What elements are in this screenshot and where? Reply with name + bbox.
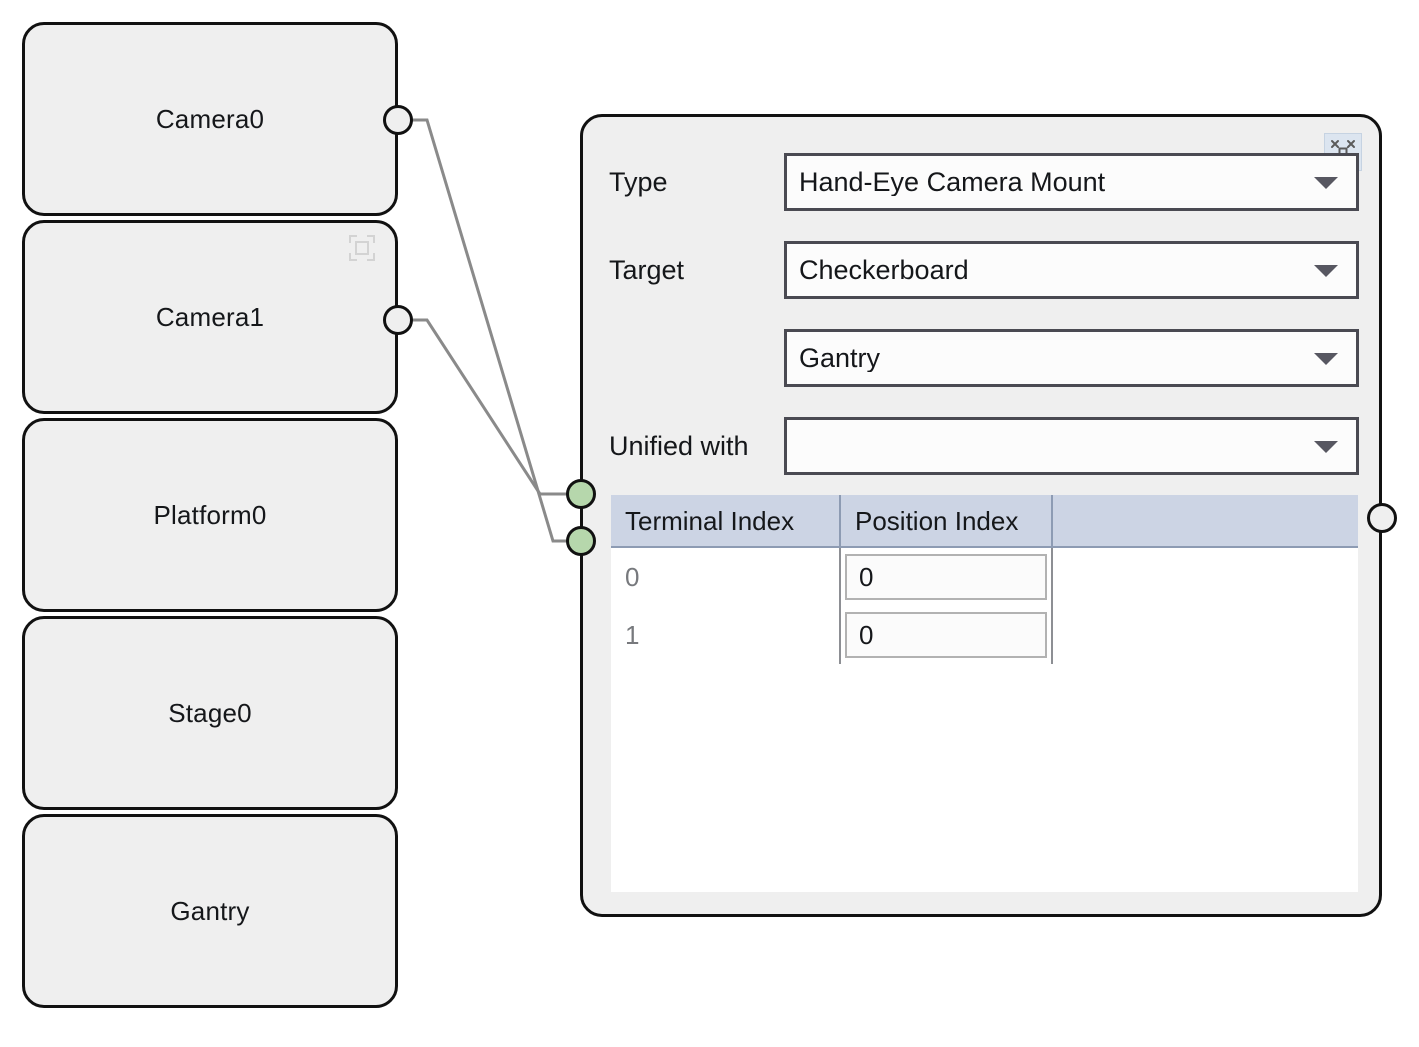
- target-frame-dropdown[interactable]: Gantry: [784, 329, 1359, 387]
- form-row-target-frame: Gantry: [609, 329, 1359, 387]
- panel-form: Type Hand-Eye Camera Mount Target Checke…: [609, 153, 1359, 475]
- crop-bracket-icon: [349, 235, 375, 261]
- properties-panel: Type Hand-Eye Camera Mount Target Checke…: [580, 114, 1382, 917]
- form-row-unified-with: Unified with: [609, 417, 1359, 475]
- type-label: Type: [609, 166, 668, 197]
- node-label: Camera1: [155, 302, 265, 332]
- column-header-position-index[interactable]: Position Index: [841, 495, 1053, 546]
- target-label: Target: [609, 254, 685, 285]
- node-camera0[interactable]: Camera0: [22, 22, 398, 216]
- node-stage0[interactable]: Stage0: [22, 616, 398, 810]
- unified-with-label: Unified with: [609, 430, 749, 461]
- cell-terminal-index: 0: [611, 548, 841, 606]
- node-platform0[interactable]: Platform0: [22, 418, 398, 612]
- node-label: Camera0: [155, 104, 265, 134]
- node-gantry[interactable]: Gantry: [22, 814, 398, 1008]
- target-frame-dropdown-value: Gantry: [799, 344, 881, 372]
- table-row: 1 0: [611, 606, 1358, 664]
- column-header-terminal-index[interactable]: Terminal Index: [611, 495, 841, 546]
- node-camera1[interactable]: Camera1: [22, 220, 398, 414]
- node-label: Gantry: [170, 896, 250, 926]
- target-dropdown-value: Checkerboard: [799, 256, 969, 284]
- output-port-camera1[interactable]: [383, 305, 413, 335]
- input-port-1[interactable]: [566, 526, 596, 556]
- type-dropdown-value: Hand-Eye Camera Mount: [799, 168, 1106, 196]
- form-row-type: Type Hand-Eye Camera Mount: [609, 153, 1359, 211]
- node-stack: Camera0 Camera1 Platform0 Stag: [22, 22, 398, 1012]
- column-header-blank[interactable]: [1053, 495, 1358, 546]
- cell-position-index: 0: [841, 606, 1053, 664]
- chevron-down-icon: [1314, 353, 1338, 365]
- input-port-0[interactable]: [566, 479, 596, 509]
- type-dropdown[interactable]: Hand-Eye Camera Mount: [784, 153, 1359, 211]
- chevron-down-icon: [1314, 177, 1338, 189]
- output-port-camera0[interactable]: [383, 105, 413, 135]
- cell-position-index: 0: [841, 548, 1053, 606]
- node-label: Stage0: [168, 698, 252, 728]
- table-header-row: Terminal Index Position Index: [611, 495, 1358, 548]
- chevron-down-icon: [1314, 441, 1338, 453]
- wire-camera1-to-input-0: [400, 318, 567, 496]
- terminal-position-table: Terminal Index Position Index 0 0 1 0: [611, 495, 1358, 892]
- target-dropdown[interactable]: Checkerboard: [784, 241, 1359, 299]
- node-label: Platform0: [153, 500, 267, 530]
- cell-terminal-index: 1: [611, 606, 841, 664]
- form-row-target: Target Checkerboard: [609, 241, 1359, 299]
- panel-output-port[interactable]: [1367, 503, 1397, 533]
- unified-with-dropdown[interactable]: [784, 417, 1359, 475]
- cell-blank: [1053, 548, 1358, 606]
- wire-camera0-to-input-1: [400, 118, 567, 543]
- position-index-input[interactable]: 0: [845, 554, 1047, 600]
- chevron-down-icon: [1314, 265, 1338, 277]
- cell-blank: [1053, 606, 1358, 664]
- table-row: 0 0: [611, 548, 1358, 606]
- position-index-input[interactable]: 0: [845, 612, 1047, 658]
